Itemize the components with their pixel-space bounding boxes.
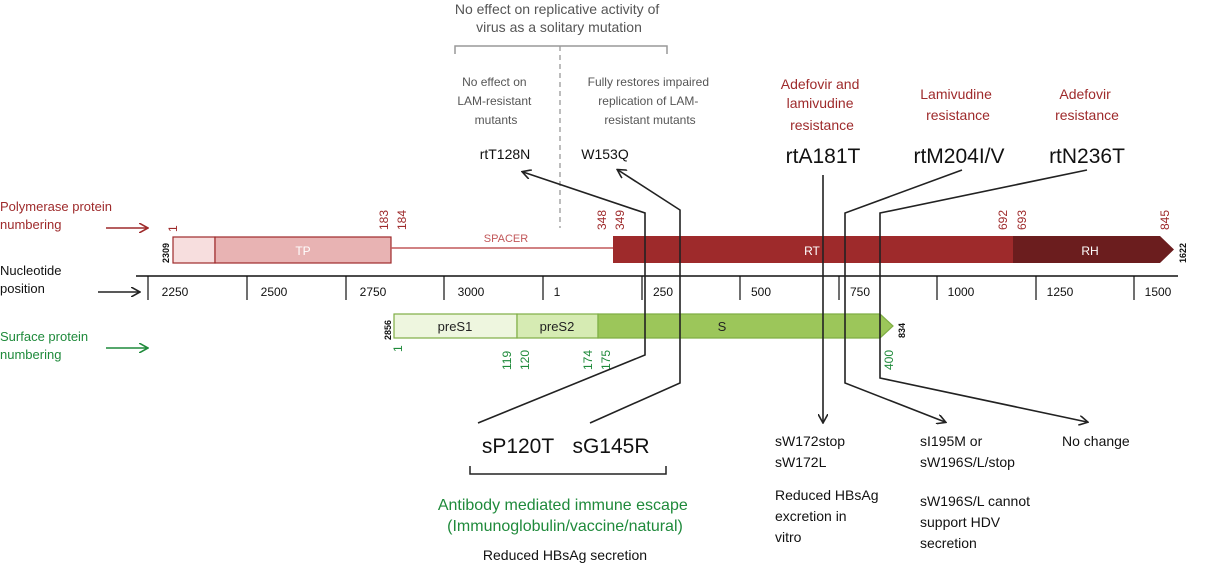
polymerase-end-nt: 1622 [1178, 243, 1188, 263]
axis-tick-label: 1250 [1047, 285, 1074, 299]
rh-domain-label: RH [1081, 244, 1098, 258]
surface-track: 2856 preS1 preS2 S 834 1 119 120 174 175… [383, 313, 907, 370]
rtA181T-note: Adefovir and lamivudine resistance [781, 76, 864, 133]
axis-tick-label: 2250 [162, 285, 189, 299]
s-num-1: 1 [391, 345, 405, 352]
immune-escape-note: Antibody mediated immune escape (Immunog… [438, 497, 692, 535]
rtT128N-note: No effect on LAM-resistant mutants [457, 75, 534, 127]
axis-tick-label: 500 [751, 285, 771, 299]
axis-tick-label: 2750 [360, 285, 387, 299]
pol-num-845: 845 [1158, 210, 1172, 230]
rh-domain [1013, 236, 1174, 263]
nucleotide-track-label: Nucleotide position [0, 263, 65, 296]
arrow-sP120T-to-rtT128N [477, 172, 646, 424]
mutation-rtA181T: rtA181T [786, 145, 861, 168]
s-num-174: 174 [581, 350, 595, 370]
sI195M-mutations: sI195M or sW196S/L/stop [920, 433, 1015, 470]
mutation-sG145R: sG145R [572, 435, 649, 458]
pres1-domain [393, 313, 518, 339]
mutation-sP120T: sP120T [482, 435, 555, 458]
s-domain [597, 313, 894, 339]
pres1-domain-label: preS1 [438, 319, 473, 334]
pol-num-348: 348 [595, 210, 609, 230]
rt-domain-label: RT [804, 244, 820, 258]
s-num-175: 175 [599, 350, 613, 370]
axis-tick-label: 2500 [261, 285, 288, 299]
polymerase-track: 2309 TP SPACER RT RH 1622 1 183 184 348 … [161, 210, 1188, 264]
arrow-rtM204-to-sI195M [844, 169, 963, 422]
mutation-rtM204IV: rtM204I/V [913, 145, 1004, 168]
axis-tick-labels: 2250 2500 2750 3000 1 250 500 750 1000 1… [162, 285, 1172, 299]
sW172-note: Reduced HBsAg excretion in vitro [775, 487, 882, 545]
spacer-domain-label: SPACER [484, 233, 528, 245]
mutation-rtN236T: rtN236T [1049, 145, 1125, 168]
s-num-119: 119 [500, 351, 514, 370]
axis-tick-label: 3000 [458, 285, 485, 299]
axis-tick-label: 250 [653, 285, 673, 299]
rtN236T-note: Adefovir resistance [1055, 86, 1119, 123]
axis-ticks [147, 276, 1135, 300]
polymerase-start-nt: 2309 [161, 243, 171, 263]
tp-domain-label: TP [295, 244, 310, 258]
no-change-note: No change [1062, 433, 1130, 449]
sW172-mutations: sW172stop sW172L [775, 433, 849, 470]
axis-tick-label: 1 [554, 285, 561, 299]
mutation-W153Q: W153Q [581, 146, 629, 162]
tp-domain-light [172, 236, 216, 264]
pres2-domain-label: preS2 [540, 319, 575, 334]
pol-num-692: 692 [996, 210, 1010, 230]
rt-domain [613, 236, 1013, 263]
axis-tick-label: 1500 [1145, 285, 1172, 299]
reduced-hbsag-secretion-note: Reduced HBsAg secretion [483, 547, 647, 563]
axis-tick-label: 1000 [948, 285, 975, 299]
arrow-rtN236T-to-no-change [879, 169, 1087, 422]
s-num-400: 400 [882, 350, 896, 370]
solitary-mutation-bracket [454, 45, 668, 54]
surface-start-nt: 2856 [383, 320, 393, 340]
mutation-rtT128N: rtT128N [480, 146, 531, 162]
pol-num-693: 693 [1015, 210, 1029, 230]
connector-arrows [477, 169, 1087, 424]
immune-escape-bracket [469, 466, 667, 475]
pol-num-184: 184 [395, 210, 409, 230]
surface-track-label: Surface protein numbering [0, 329, 92, 362]
pol-num-349: 349 [613, 210, 627, 230]
rtM204-note: Lamivudine resistance [920, 86, 996, 123]
solitary-mutation-note: No effect on replicative activity of vir… [455, 1, 663, 35]
w153q-note: Fully restores impaired replication of L… [588, 75, 713, 127]
arrow-sG145R-to-W153Q [589, 170, 681, 424]
s-domain-label: S [718, 319, 727, 334]
surface-end-nt: 834 [897, 323, 907, 338]
pol-num-183: 183 [377, 210, 391, 230]
pol-num-1: 1 [166, 225, 180, 232]
sI195M-note: sW196S/L cannot support HDV secretion [920, 493, 1034, 551]
tp-domain [214, 236, 392, 264]
s-num-120: 120 [518, 350, 532, 370]
axis-tick-label: 750 [850, 285, 870, 299]
polymerase-track-label: Polymerase protein numbering [0, 199, 116, 232]
nucleotide-axis: 2250 2500 2750 3000 1 250 500 750 1000 1… [136, 275, 1178, 300]
